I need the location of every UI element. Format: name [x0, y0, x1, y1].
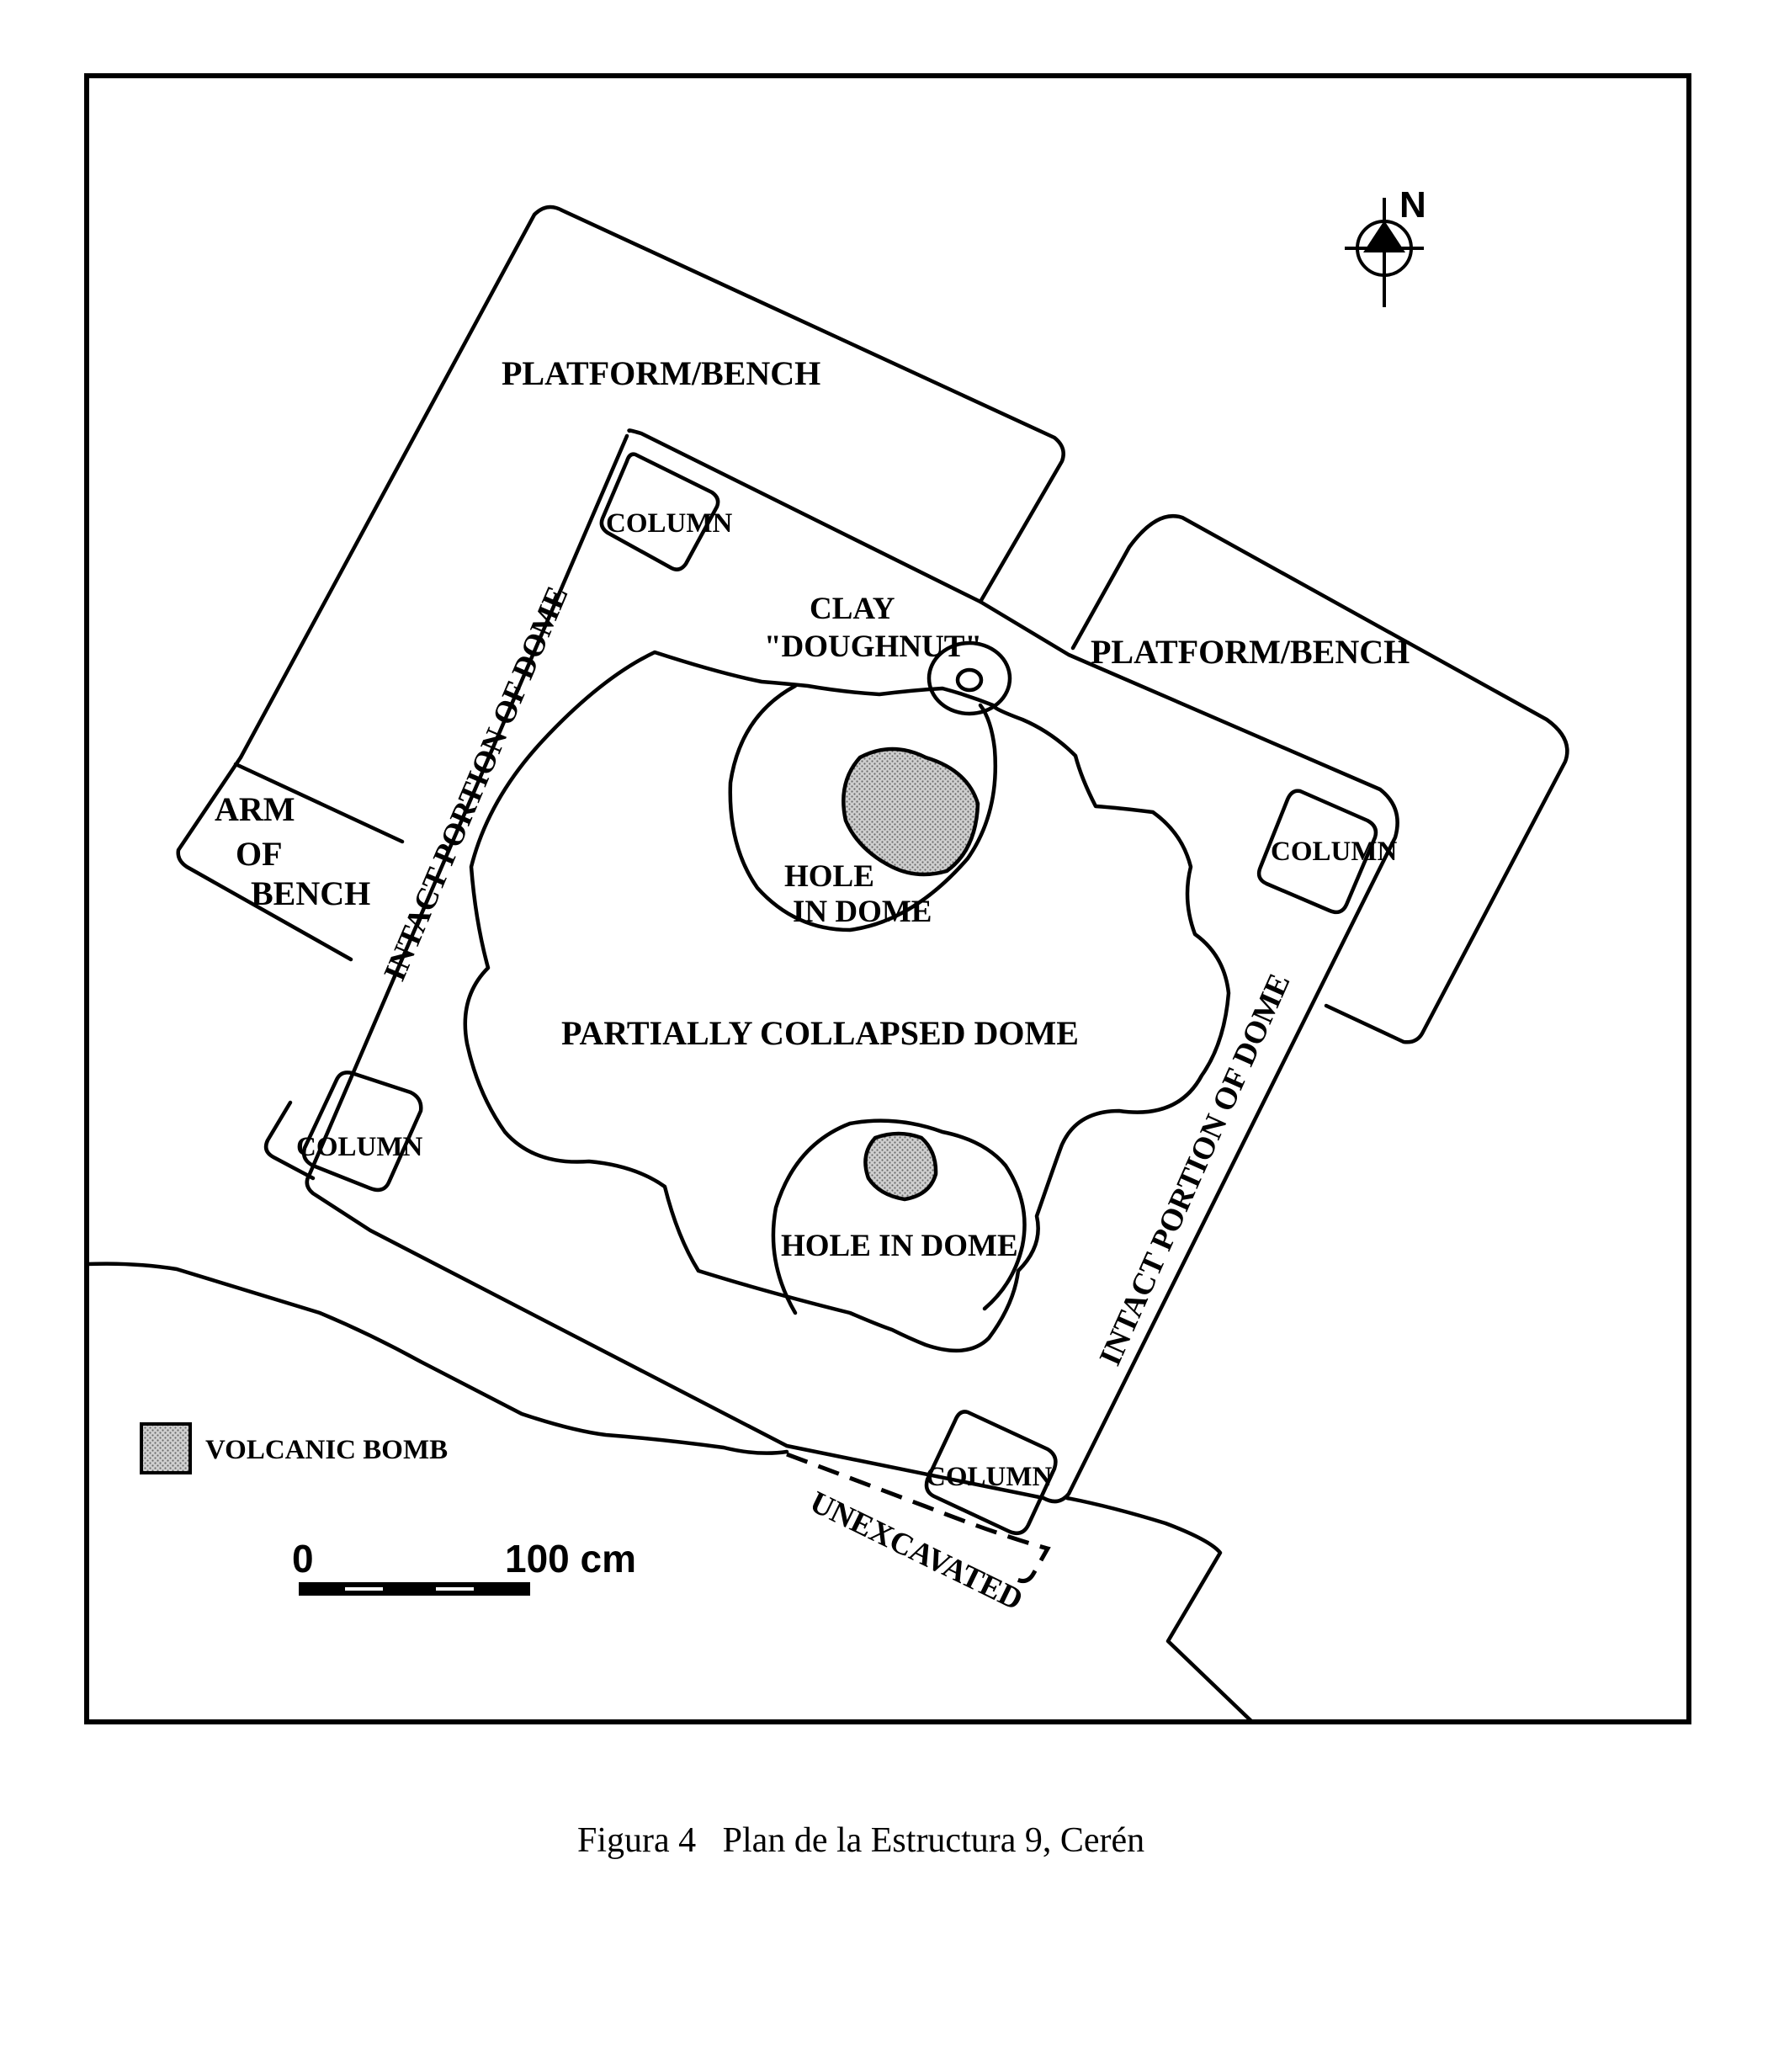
- scale-bar: [299, 1582, 530, 1596]
- clay-doughnut-inner: [955, 667, 984, 693]
- clay-label: CLAY: [810, 592, 895, 626]
- clay-doughnut-outer: [927, 640, 1012, 716]
- arm-of-bench: [176, 755, 405, 962]
- hole-in-dome-s-label: HOLE IN DOME: [781, 1229, 1018, 1263]
- column-ne-label: COLUMN: [1271, 837, 1397, 867]
- column-se-label: COLUMN: [926, 1462, 1052, 1492]
- platform-bench-nw-label: PLATFORM/BENCH: [502, 354, 820, 392]
- scale-bar-end-label: 100 cm: [505, 1537, 636, 1581]
- arm-of-bench-label-2: OF: [236, 835, 283, 873]
- column-sw-label: COLUMN: [296, 1132, 422, 1162]
- platform-bench-ne: [1070, 513, 1569, 1044]
- column-nw-outline: [599, 452, 720, 571]
- north-arrow-icon: [1345, 198, 1424, 307]
- intact-portion-w-label: INTACT PORTION OF DOME: [378, 582, 576, 986]
- legend-swatch-volcanic-bomb: [140, 1422, 192, 1474]
- scale-bar-start-label: 0: [292, 1537, 314, 1581]
- dome-outline: [305, 428, 1399, 1504]
- arm-of-bench-label-1: ARM: [215, 790, 295, 828]
- excavation-edge-sw: [84, 1262, 789, 1455]
- intact-portion-e-label: INTACT PORTION OF DOME: [1093, 969, 1298, 1371]
- platform-bench-ne-label: PLATFORM/BENCH: [1091, 633, 1410, 671]
- doughnut-label: "DOUGHNUT": [764, 630, 982, 664]
- hole-in-dome-n-outline: [728, 683, 998, 932]
- column-se-outline: [924, 1410, 1058, 1535]
- platform-bench-nw: [238, 205, 1065, 760]
- hole-in-dome-n-label-2: IN DOME: [793, 895, 932, 929]
- dome-corner-sw: [263, 1100, 316, 1181]
- volcanic-bomb-s: [863, 1131, 938, 1202]
- map-frame: [84, 73, 1691, 1724]
- legend-label: VOLCANIC BOMB: [205, 1435, 448, 1465]
- column-nw-label: COLUMN: [606, 508, 732, 539]
- arm-of-bench-label-3: BENCH: [251, 874, 370, 912]
- hole-in-dome-s-outline: [771, 1118, 1027, 1315]
- volcanic-bomb-n: [842, 746, 980, 877]
- north-arrow-label: N: [1399, 184, 1426, 226]
- figure-caption: Figura 4 Plan de la Estructura 9, Cerén: [577, 1821, 1144, 1860]
- column-sw-outline: [301, 1071, 423, 1193]
- hole-in-dome-n-label-1: HOLE: [784, 859, 874, 894]
- collapsed-dome-outline: [463, 650, 1231, 1353]
- excavation-edge-se: [1065, 1496, 1255, 1724]
- unexcavated-boundary: [786, 1452, 1051, 1584]
- column-ne-outline: [1256, 789, 1378, 915]
- partially-collapsed-dome-label: PARTIALLY COLLAPSED DOME: [561, 1014, 1079, 1052]
